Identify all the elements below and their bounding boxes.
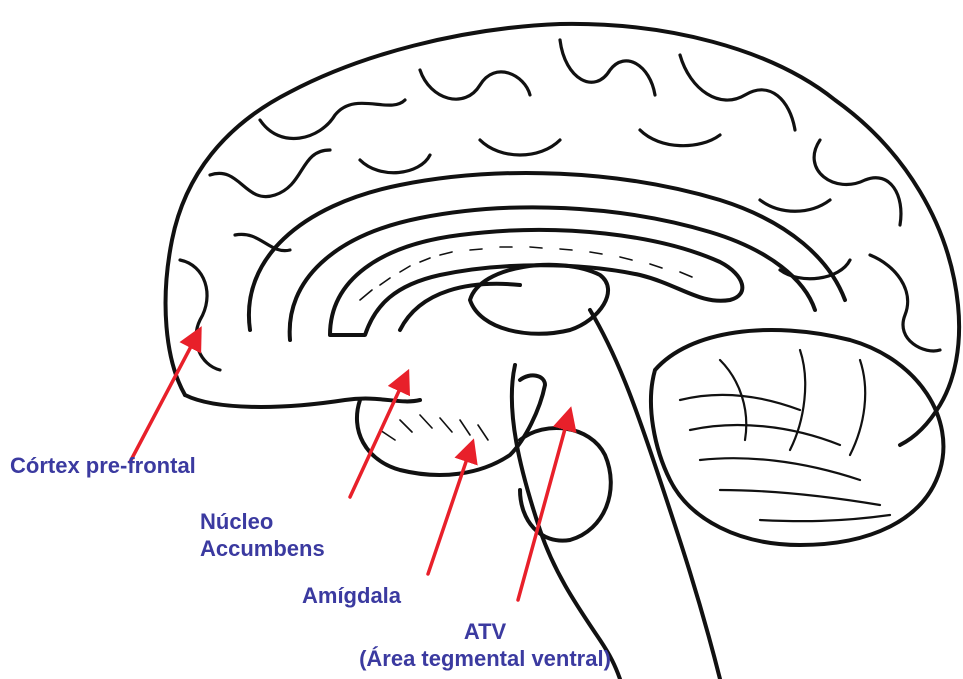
corpus-callosum xyxy=(330,230,742,335)
pons xyxy=(520,428,611,541)
label-atv-line1: ATV xyxy=(326,618,644,645)
cerebellum xyxy=(651,330,943,545)
label-amygdala-text: Amígdala xyxy=(302,582,401,609)
cerebellum-folia xyxy=(680,350,890,521)
arrow-amy xyxy=(428,450,470,574)
callosum-hatching xyxy=(360,247,692,300)
arrow-atv xyxy=(518,418,568,600)
thalamus xyxy=(470,265,608,334)
label-prefrontal-cortex-text: Córtex pre-frontal xyxy=(10,452,196,479)
label-prefrontal-cortex: Córtex pre-frontal xyxy=(10,452,196,479)
arrow-pfc xyxy=(130,337,196,462)
label-nucleus-accumbens: Núcleo Accumbens xyxy=(200,508,325,562)
brain-illustration xyxy=(166,24,960,679)
frontal-base xyxy=(185,395,420,407)
fornix xyxy=(400,284,520,330)
label-atv-line2: (Área tegmental ventral) xyxy=(326,645,644,672)
temporal-hatching xyxy=(380,415,488,440)
cortex-outline xyxy=(166,24,960,445)
label-ventral-tegmental-area: ATV (Área tegmental ventral) xyxy=(326,618,644,672)
temporal-lobe xyxy=(357,375,545,475)
label-nucleus-accumbens-line2: Accumbens xyxy=(200,535,325,562)
label-nucleus-accumbens-line1: Núcleo xyxy=(200,508,325,535)
label-amygdala: Amígdala xyxy=(302,582,401,609)
